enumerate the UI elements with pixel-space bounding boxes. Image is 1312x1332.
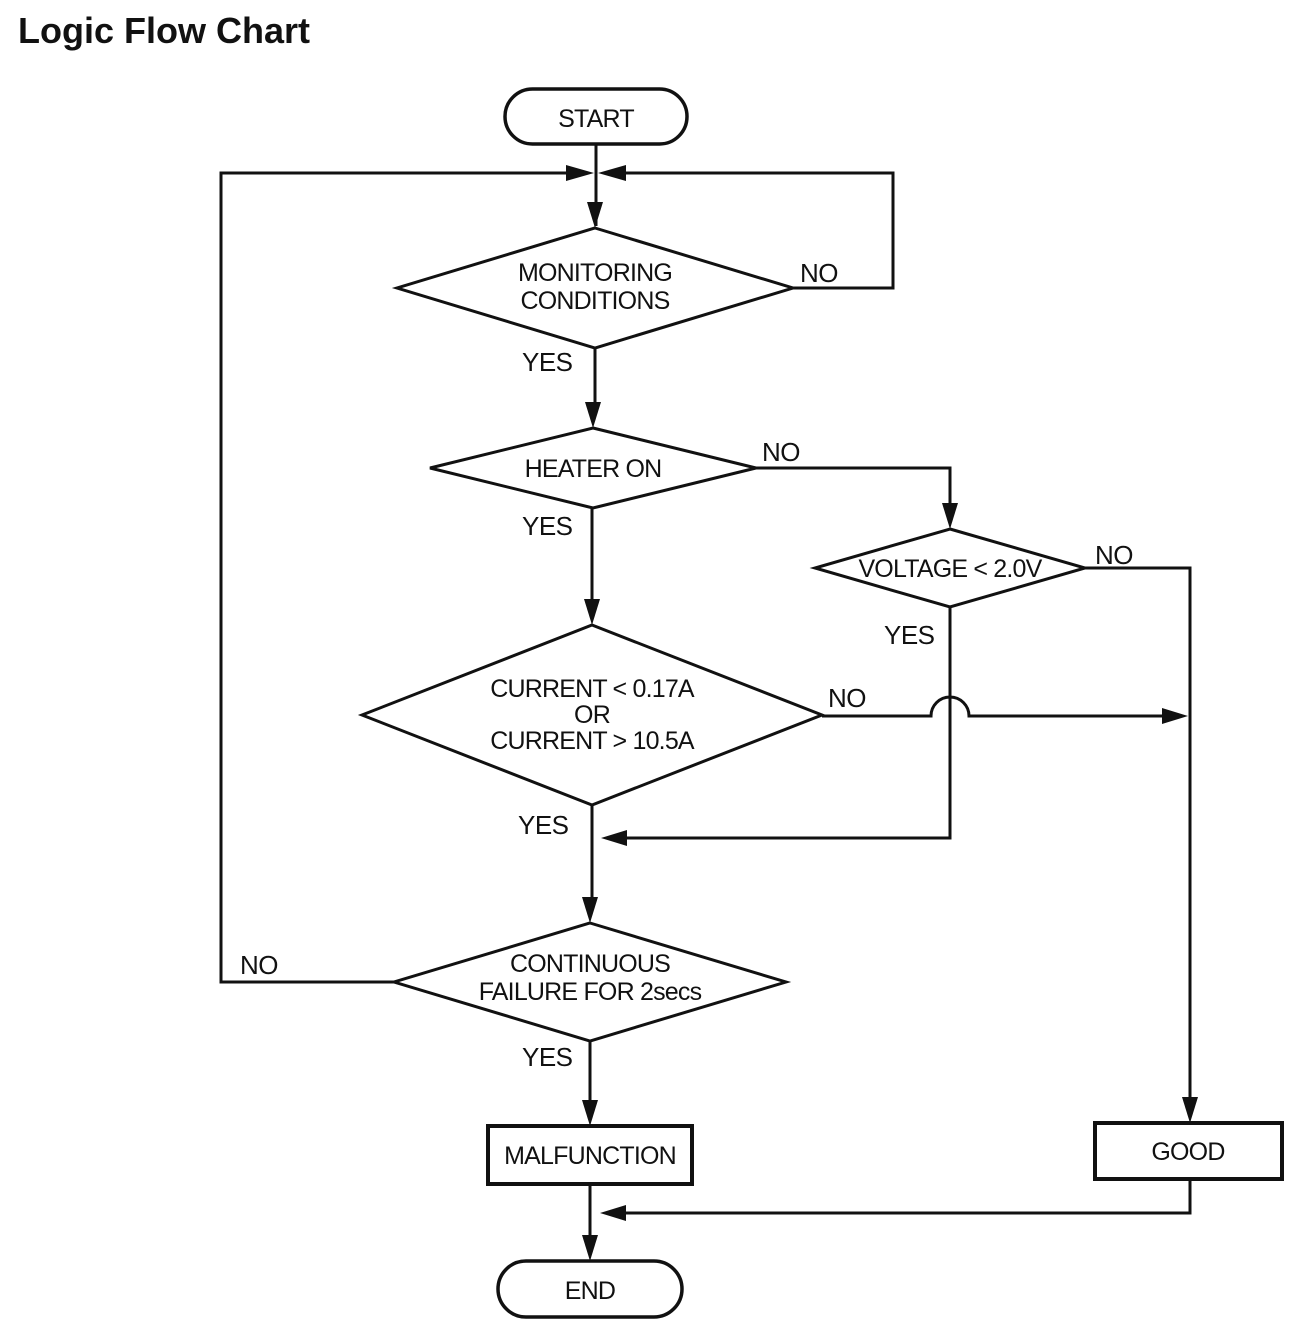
edge-voltage-no — [1085, 566, 1192, 1101]
continuous-failure-line1: CONTINUOUS — [510, 950, 670, 978]
monitoring-conditions-line1: MONITORING — [518, 259, 672, 287]
arrowhead-into-monitoring — [587, 202, 603, 228]
edge-continuous-no-loop — [219, 171, 566, 984]
monitoring-conditions-decision — [391, 226, 799, 350]
start-node-label: START — [558, 105, 634, 133]
good-label: GOOD — [1151, 1138, 1224, 1166]
arrowhead-into-voltage — [942, 503, 958, 529]
arrowhead-into-continuous — [582, 897, 598, 923]
current-yes-label: YES — [518, 810, 569, 840]
arrowhead-into-current — [584, 599, 600, 625]
edge-current-no-with-hop — [822, 695, 1162, 718]
heater-yes-label: YES — [522, 511, 573, 541]
heater-on-decision — [429, 426, 757, 510]
voltage-label: VOLTAGE < 2.0V — [858, 555, 1042, 583]
malfunction-box — [486, 1124, 694, 1186]
malfunction-label: MALFUNCTION — [504, 1142, 676, 1170]
arrowhead-voltage-yes-merge — [601, 830, 627, 846]
arrowhead-into-good — [1182, 1097, 1198, 1123]
continuous-yes-label: YES — [522, 1042, 573, 1072]
monitoring-conditions-line2: CONDITIONS — [521, 287, 670, 315]
edge-voltage-yes-merge — [627, 607, 952, 840]
continuous-failure-decision — [388, 921, 792, 1043]
monitoring-no-label: NO — [800, 258, 838, 288]
edge-monitoring-no-loop — [626, 171, 895, 290]
voltage-no-label: NO — [1095, 540, 1133, 570]
voltage-yes-label: YES — [884, 620, 935, 650]
current-line2: OR — [574, 701, 610, 729]
continuous-no-label: NO — [240, 950, 278, 980]
heater-on-label: HEATER ON — [525, 455, 662, 483]
monitoring-yes-label: YES — [522, 347, 573, 377]
arrowhead-into-end — [582, 1235, 598, 1261]
voltage-decision — [809, 527, 1091, 609]
edge-heater-no — [756, 466, 952, 505]
arrowhead-current-no — [1162, 708, 1188, 724]
arrowhead-into-malfunction — [582, 1100, 598, 1126]
continuous-failure-line2: FAILURE FOR 2secs — [479, 978, 702, 1006]
current-no-label: NO — [828, 683, 866, 713]
page-title: Logic Flow Chart — [18, 10, 310, 51]
arrowhead-junction-left — [598, 165, 626, 181]
good-box — [1093, 1121, 1284, 1181]
arrowhead-good-return — [600, 1205, 626, 1221]
heater-no-label: NO — [762, 437, 800, 467]
current-line3: CURRENT > 10.5A — [490, 727, 695, 755]
start-node — [503, 87, 689, 146]
arrowhead-into-heater — [585, 402, 601, 428]
end-node — [496, 1259, 684, 1319]
end-node-label: END — [565, 1277, 615, 1305]
edge-good-return — [626, 1179, 1192, 1215]
current-decision — [357, 623, 827, 807]
current-line1: CURRENT < 0.17A — [490, 675, 695, 703]
arrowhead-junction-right — [566, 165, 594, 181]
